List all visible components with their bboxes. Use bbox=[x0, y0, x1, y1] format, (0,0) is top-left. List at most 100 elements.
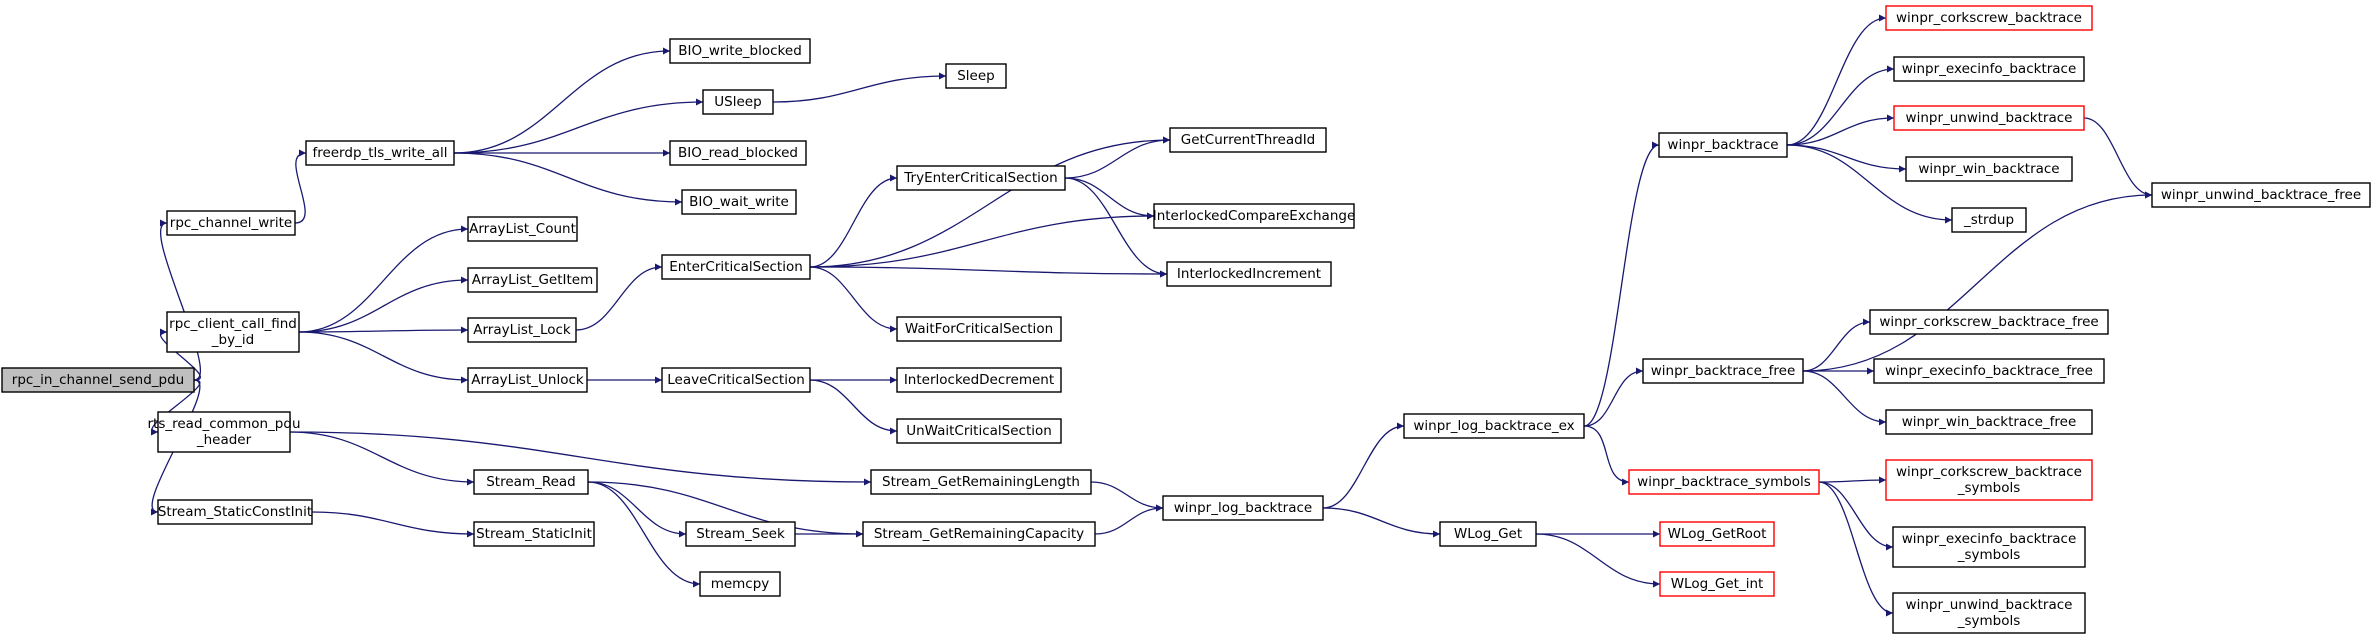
node-interlockeddecrement[interactable]: InterlockedDecrement bbox=[896, 367, 1062, 393]
node-label: _symbols bbox=[1957, 480, 2021, 496]
node-label: WLog_Get_int bbox=[1671, 576, 1764, 592]
node-wlog-get-int[interactable]: WLog_Get_int bbox=[1659, 571, 1775, 597]
node-box bbox=[1885, 409, 2093, 435]
node-box bbox=[1153, 203, 1355, 229]
node-winpr-log-backtrace[interactable]: winpr_log_backtrace bbox=[1162, 495, 1324, 521]
node-tryentercriticalsection[interactable]: TryEnterCriticalSection bbox=[896, 165, 1066, 191]
node-box bbox=[1905, 156, 2073, 182]
node-entercriticalsection[interactable]: EnterCriticalSection bbox=[661, 254, 811, 280]
node-winpr-backtrace-free[interactable]: winpr_backtrace_free bbox=[1642, 358, 1804, 384]
node-label: USleep bbox=[714, 94, 761, 110]
node-winpr-corkscrew-backtrace-symbols[interactable]: winpr_corkscrew_backtrace_symbols bbox=[1885, 459, 2093, 501]
node-interlockedcompareexchange[interactable]: InterlockedCompareExchange bbox=[1153, 203, 1356, 229]
node-arraylist-count[interactable]: ArrayList_Count bbox=[467, 216, 578, 242]
node-winpr-unwind-backtrace[interactable]: winpr_unwind_backtrace bbox=[1893, 105, 2085, 131]
node-arraylist-lock[interactable]: ArrayList_Lock bbox=[467, 317, 577, 343]
node-box bbox=[669, 38, 811, 64]
edge-winpr-backtrace-to-winpr-execinfo-backtrace bbox=[1786, 65, 1895, 146]
node-waitforcriticalsection[interactable]: WaitForCriticalSection bbox=[896, 316, 1062, 342]
edge-winpr-backtrace-to-winpr-unwind-backtrace bbox=[1786, 114, 1895, 146]
node-stream-getremaininglength[interactable]: Stream_GetRemainingLength bbox=[870, 469, 1092, 495]
edge-rts-read-common-pdu-header-to-stream-read bbox=[289, 431, 475, 486]
node-winpr-unwind-backtrace-symbols[interactable]: winpr_unwind_backtrace_symbols bbox=[1892, 592, 2086, 634]
node-box bbox=[1951, 207, 2027, 233]
node-bio-read-blocked[interactable]: BIO_read_blocked bbox=[669, 140, 807, 166]
node-stream-read[interactable]: Stream_Read bbox=[473, 469, 589, 495]
node-stream-seek[interactable]: Stream_Seek bbox=[685, 521, 796, 547]
node-stream-staticconstinit[interactable]: Stream_StaticConstInit bbox=[157, 499, 313, 525]
edge-winpr-backtrace-free-to-winpr-win-backtrace-free bbox=[1802, 370, 1887, 426]
node-label: _symbols bbox=[1957, 613, 2021, 629]
node-winpr-win-backtrace[interactable]: winpr_win_backtrace bbox=[1905, 156, 2073, 182]
edge-stream-read-to-stream-seek bbox=[587, 481, 687, 538]
node-label: winpr_backtrace_symbols bbox=[1637, 474, 1811, 490]
node-wlog-getroot[interactable]: WLog_GetRoot bbox=[1659, 521, 1775, 547]
node-usleep[interactable]: USleep bbox=[702, 89, 774, 115]
edge-stream-staticconstinit-to-stream-staticinit bbox=[311, 511, 475, 538]
edge-winpr-backtrace-symbols-to-winpr-unwind-backtrace-symbols bbox=[1818, 481, 1894, 617]
node-stream-getremainingcapacity[interactable]: Stream_GetRemainingCapacity bbox=[862, 521, 1096, 547]
node-rpc-client-call-find-by-id[interactable]: rpc_client_call_find_by_id bbox=[166, 311, 300, 353]
edge-rpc-client-call-find-by-id-to-arraylist-getitem bbox=[298, 276, 469, 333]
edge-leavecriticalsection-to-unwaitcriticalsection bbox=[809, 379, 898, 435]
node-winpr-unwind-backtrace-free[interactable]: winpr_unwind_backtrace_free bbox=[2151, 182, 2371, 208]
node-stream-staticinit[interactable]: Stream_StaticInit bbox=[473, 521, 595, 547]
node-winpr-execinfo-backtrace-free[interactable]: winpr_execinfo_backtrace_free bbox=[1873, 358, 2105, 384]
edge-entercriticalsection-to-getcurrentthreadid bbox=[809, 136, 1171, 268]
node-winpr-corkscrew-backtrace[interactable]: winpr_corkscrew_backtrace bbox=[1885, 5, 2093, 31]
node-box bbox=[467, 267, 598, 293]
node-freerdp-tls-write-all[interactable]: freerdp_tls_write_all bbox=[305, 140, 455, 166]
node-label: _strdup bbox=[1963, 212, 2014, 228]
node-label: _symbols bbox=[1957, 547, 2021, 563]
node-wlog-get[interactable]: WLog_Get bbox=[1439, 521, 1537, 547]
node-label: _header bbox=[196, 432, 252, 448]
node-box bbox=[1893, 105, 2085, 131]
node-bio-wait-write[interactable]: BIO_wait_write bbox=[681, 189, 797, 215]
node-box bbox=[1659, 571, 1775, 597]
node-label: Stream_StaticInit bbox=[476, 526, 592, 542]
node-winpr-execinfo-backtrace[interactable]: winpr_execinfo_backtrace bbox=[1893, 56, 2085, 82]
node-label: Stream_Read bbox=[486, 474, 576, 490]
node-winpr-backtrace-symbols[interactable]: winpr_backtrace_symbols bbox=[1628, 469, 1820, 495]
node-strdup[interactable]: _strdup bbox=[1951, 207, 2027, 233]
node-memcpy[interactable]: memcpy bbox=[699, 571, 781, 597]
node-sleep[interactable]: Sleep bbox=[945, 63, 1007, 89]
node-winpr-log-backtrace-ex[interactable]: winpr_log_backtrace_ex bbox=[1403, 413, 1585, 439]
node-box bbox=[669, 140, 807, 166]
node-unwaitcriticalsection[interactable]: UnWaitCriticalSection bbox=[896, 418, 1062, 444]
edge-rpc-in-channel-send-pdu-to-rpc-client-call-find-by-id bbox=[159, 328, 202, 381]
node-box bbox=[702, 89, 774, 115]
node-winpr-win-backtrace-free[interactable]: winpr_win_backtrace_free bbox=[1885, 409, 2093, 435]
edge-stream-getremaininglength-to-winpr-log-backtrace bbox=[1090, 481, 1164, 512]
node-label: ArrayList_Count bbox=[469, 221, 576, 237]
node-bio-write-blocked[interactable]: BIO_write_blocked bbox=[669, 38, 811, 64]
node-label: rts_read_common_pdu bbox=[147, 416, 300, 432]
node-arraylist-getitem[interactable]: ArrayList_GetItem bbox=[467, 267, 598, 293]
edge-tryentercriticalsection-to-getcurrentthreadid bbox=[1064, 136, 1171, 179]
node-winpr-execinfo-backtrace-symbols[interactable]: winpr_execinfo_backtrace_symbols bbox=[1892, 526, 2086, 568]
edge-stream-read-to-stream-getremainingcapacity bbox=[587, 481, 864, 538]
edge-entercriticalsection-to-interlockedcompareexchange bbox=[809, 212, 1155, 268]
node-getcurrentthreadid[interactable]: GetCurrentThreadId bbox=[1169, 127, 1327, 153]
node-box bbox=[945, 63, 1007, 89]
node-label: winpr_unwind_backtrace_free bbox=[2161, 187, 2361, 203]
node-leavecriticalsection[interactable]: LeaveCriticalSection bbox=[661, 367, 811, 393]
node-box bbox=[1885, 459, 2093, 501]
node-interlockedincrement[interactable]: InterlockedIncrement bbox=[1166, 261, 1332, 287]
edge-winpr-log-backtrace-ex-to-winpr-backtrace-symbols bbox=[1583, 425, 1630, 486]
node-winpr-corkscrew-backtrace-free[interactable]: winpr_corkscrew_backtrace_free bbox=[1869, 309, 2109, 335]
node-box bbox=[166, 210, 296, 236]
node-rpc-channel-write[interactable]: rpc_channel_write bbox=[166, 210, 296, 236]
node-label: winpr_backtrace bbox=[1667, 137, 1778, 153]
node-label: ArrayList_GetItem bbox=[472, 272, 594, 288]
node-layer: rpc_in_channel_send_pdu rpc_channel_write… bbox=[1, 5, 2371, 634]
node-box bbox=[1893, 56, 2085, 82]
node-winpr-backtrace[interactable]: winpr_backtrace bbox=[1658, 132, 1788, 158]
node-label: winpr_corkscrew_backtrace_free bbox=[1879, 314, 2098, 330]
node-arraylist-unlock[interactable]: ArrayList_Unlock bbox=[467, 367, 588, 393]
edge-layer bbox=[150, 14, 2153, 617]
node-box bbox=[1885, 5, 2093, 31]
node-rts-read-common-pdu-header[interactable]: rts_read_common_pdu_header bbox=[147, 411, 301, 453]
node-rpc-in-channel-send-pdu[interactable]: rpc_in_channel_send_pdu bbox=[1, 367, 195, 393]
edge-rpc-client-call-find-by-id-to-arraylist-unlock bbox=[298, 331, 469, 384]
